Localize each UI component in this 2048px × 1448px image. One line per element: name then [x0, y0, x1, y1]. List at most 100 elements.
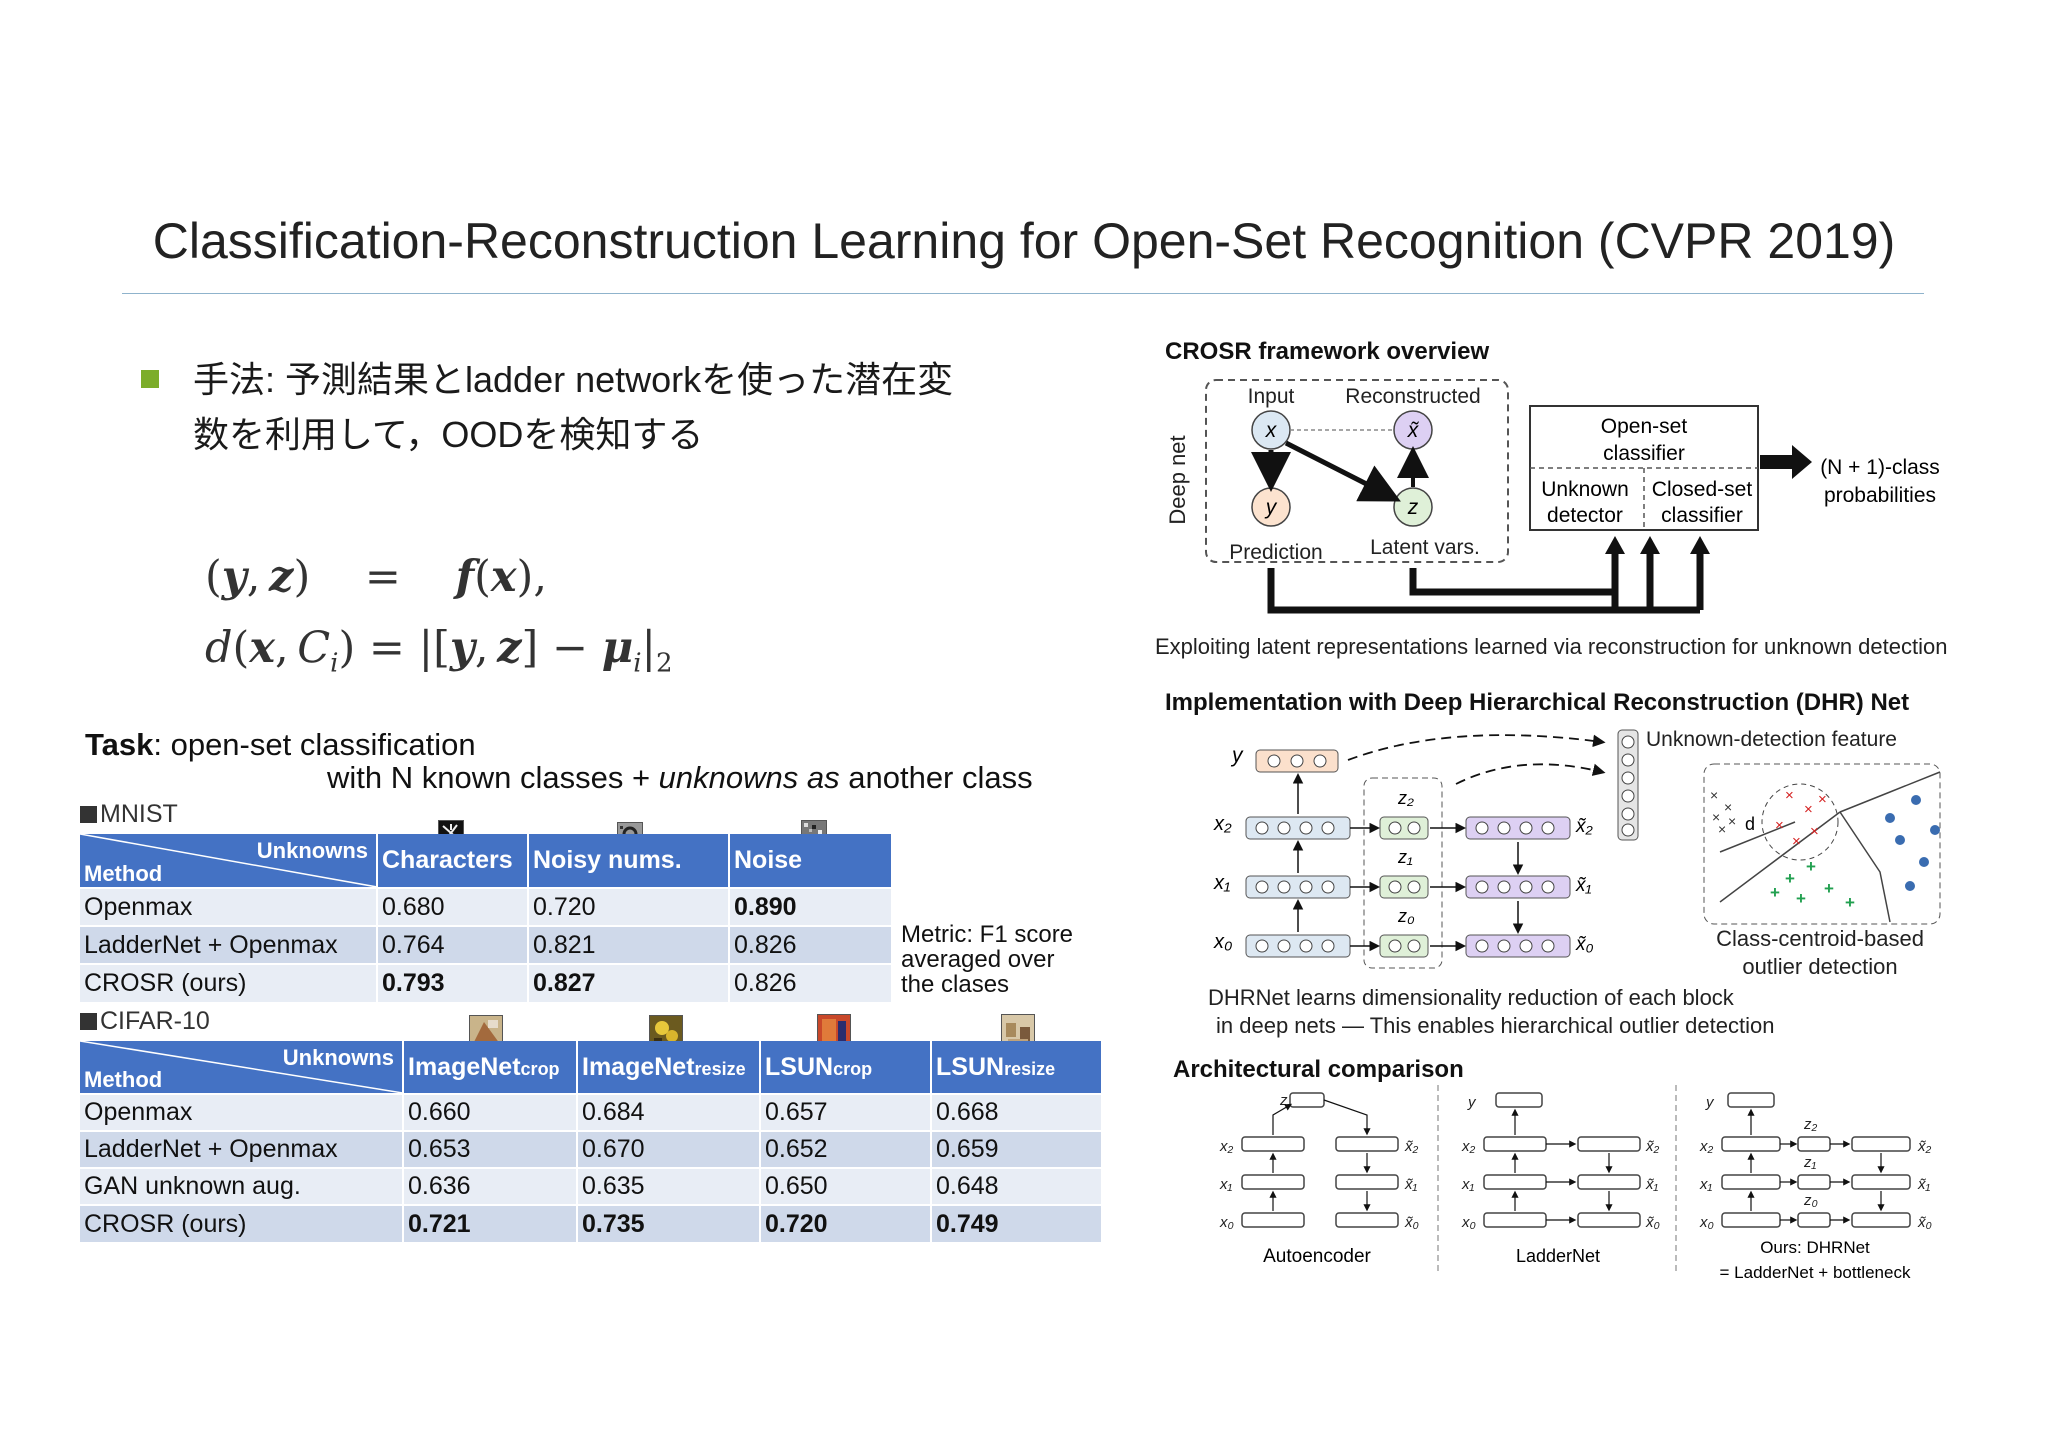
svg-text:y: y — [1705, 1094, 1715, 1111]
task-text-2-em: unknowns as — [658, 760, 840, 795]
method-cell: Openmax — [80, 1093, 404, 1131]
method-cell: Openmax — [80, 887, 378, 926]
closed-set-2: classifier — [1661, 504, 1743, 527]
task-label: Task — [85, 727, 154, 762]
z2-label: z₂ — [1397, 788, 1414, 808]
task-text-1: : open-set classification — [153, 727, 476, 762]
value-cell: 0.735 — [577, 1204, 761, 1242]
value-cell: 0.821 — [528, 925, 730, 964]
value-cell: 0.657 — [760, 1093, 932, 1131]
latent-block-2 — [1379, 816, 1429, 840]
outlier-panel — [1703, 763, 1941, 925]
z0-label: z₀ — [1397, 906, 1415, 926]
svg-text:x₂: x₂ — [1219, 1138, 1234, 1155]
cifar-section-label: CIFAR-10 — [80, 1007, 210, 1036]
svg-text:×: × — [1785, 787, 1794, 804]
svg-text:x̃₁: x̃₁ — [1917, 1176, 1931, 1193]
task-text-2-pre: with N known classes + — [327, 760, 659, 795]
feed-line-prediction — [1267, 568, 1700, 614]
metric-line-3: the clases — [901, 971, 1010, 998]
svg-text:×: × — [1712, 809, 1720, 825]
svg-text:x₁: x₁ — [1699, 1176, 1713, 1193]
fig2-title: Implementation with Deep Hierarchical Re… — [1165, 689, 1910, 716]
task-line-2: with N known classes + unknowns as anoth… — [327, 760, 1033, 796]
value-cell: 0.670 — [577, 1130, 761, 1168]
x1-tilde-label: x̃₁ — [1575, 875, 1592, 896]
unit — [1267, 754, 1281, 768]
mnist-table: Unknowns Method Characters Noisy nums. N… — [80, 834, 893, 1002]
svg-text:z₁: z₁ — [1803, 1154, 1817, 1171]
mnist-section-text: MNIST — [100, 800, 178, 828]
method-cell: LadderNet + Openmax — [80, 925, 378, 964]
value-cell: 0.660 — [403, 1093, 578, 1131]
value-cell: 0.826 — [729, 963, 893, 1002]
arch-blocks — [1241, 1092, 1911, 1228]
fig2-caption-2: in deep nets — This enables hierarchical… — [1216, 1013, 1775, 1038]
input-label: Input — [1248, 385, 1295, 408]
svg-text:+: + — [1824, 879, 1834, 898]
formula-1: (y, z) = f(x), — [205, 552, 547, 602]
crosr-framework-diagram: Deep net Input Reconstructed x x̃ y z Pr… — [1165, 379, 1940, 614]
method-cell: CROSR (ours) — [80, 1204, 404, 1242]
cifar-header-row: Unknowns Method ImageNetcrop ImageNetres… — [80, 1041, 1103, 1094]
svg-text:z₂: z₂ — [1803, 1116, 1818, 1133]
decoder-block-0 — [1465, 934, 1571, 958]
unknown-detector-2: detector — [1547, 504, 1623, 527]
mnist-col-header: Noisy nums. — [528, 834, 730, 888]
value-cell: 0.749 — [931, 1204, 1103, 1242]
col-sub: resize — [1004, 1058, 1056, 1079]
latent-block-1 — [1379, 875, 1429, 899]
output-arrow — [1760, 445, 1812, 479]
fig1-caption: Exploiting latent representations learne… — [1155, 634, 1948, 659]
svg-text:x₀: x₀ — [1219, 1214, 1234, 1231]
table-row: CROSR (ours) 0.793 0.827 0.826 — [80, 963, 893, 1002]
task-line-1: Task: open-set classification — [85, 727, 476, 763]
bullet-line-2: 数を利用して，OODを検知する — [193, 414, 704, 455]
distance-line — [1719, 821, 1796, 853]
col-sub: crop — [520, 1058, 560, 1079]
svg-text:×: × — [1810, 823, 1819, 840]
table-row: Openmax 0.660 0.684 0.657 0.668 — [80, 1093, 1103, 1131]
y-node-label: y — [1264, 496, 1278, 519]
svg-text:x̃₀: x̃₀ — [1404, 1214, 1419, 1231]
value-cell: 0.721 — [403, 1204, 578, 1242]
arch-arrows — [1269, 1099, 1885, 1224]
svg-text:×: × — [1718, 821, 1726, 837]
mnist-corner-method: Method — [84, 861, 163, 886]
svg-text:+: + — [1770, 883, 1780, 902]
svg-text:+: + — [1806, 857, 1816, 876]
arrow-x-z — [1284, 440, 1401, 502]
value-cell: 0.680 — [377, 887, 529, 926]
value-cell: 0.793 — [377, 963, 529, 1002]
svg-text:z: z — [1279, 1092, 1288, 1109]
x2-label: x₂ — [1213, 813, 1232, 835]
svg-text:×: × — [1792, 833, 1801, 850]
value-cell: 0.659 — [931, 1130, 1103, 1168]
cifar-corner-method: Method — [84, 1067, 163, 1092]
output-label-1: (N + 1)-class — [1820, 456, 1940, 479]
method-cell: GAN unknown aug. — [80, 1167, 404, 1205]
latent-block-0 — [1379, 934, 1429, 958]
metric-note: Metric: F1 score averaged over the clase… — [901, 922, 1131, 997]
distance-d: d — [1745, 814, 1755, 834]
bullet-text: 手法: 予測結果とladder networkを使った潜在変 数を利用して，OO… — [193, 352, 1103, 462]
svg-text:+: + — [1785, 869, 1795, 888]
metric-line-1: Metric: F1 score — [901, 921, 1074, 948]
col-main: LSUN — [936, 1052, 1005, 1081]
fig3-title: Architectural comparison — [1173, 1056, 1464, 1083]
red-class-samples: ×××××× — [1775, 787, 1827, 850]
value-cell: 0.648 — [931, 1167, 1103, 1205]
closed-set-1: Closed-set — [1652, 478, 1753, 501]
deep-net-box — [1205, 379, 1509, 563]
svg-text:z₀: z₀ — [1803, 1192, 1818, 1209]
outlier-caption-1: Class-centroid-based — [1716, 926, 1924, 951]
svg-text:x₀: x₀ — [1699, 1214, 1714, 1231]
slide-title: Classification-Reconstruction Learning f… — [152, 213, 1896, 269]
z-node-label: z — [1407, 496, 1419, 519]
col-sub: crop — [833, 1058, 873, 1079]
svg-text:×: × — [1775, 817, 1784, 834]
col-main: ImageNet — [582, 1052, 695, 1081]
bullet-line-1: 手法: 予測結果とladder networkを使った潜在変 — [193, 359, 954, 400]
svg-text:×: × — [1710, 787, 1718, 803]
